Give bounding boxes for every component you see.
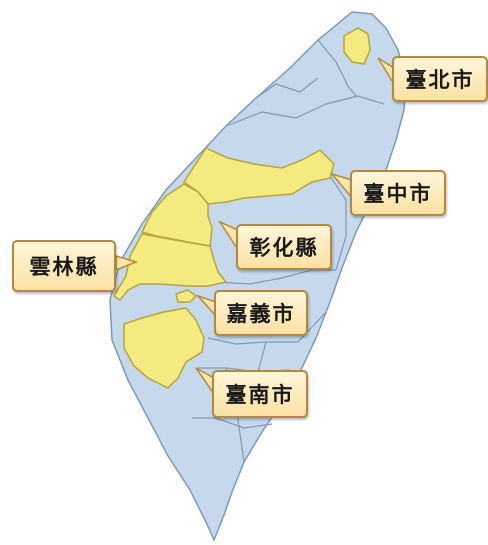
- taiwan-outline: [109, 11, 407, 542]
- region-chiayi[interactable]: [175, 289, 198, 303]
- label-tainan: 臺南市: [212, 370, 308, 418]
- highlighted-regions: [112, 27, 371, 389]
- label-changhua: 彰化縣: [236, 224, 332, 270]
- label-taipei: 臺北市: [392, 56, 488, 102]
- region-taipei[interactable]: [343, 27, 371, 65]
- label-taichung: 臺中市: [350, 170, 446, 216]
- region-yunlin[interactable]: [112, 233, 228, 302]
- label-yunlin: 雲林縣: [12, 240, 116, 292]
- region-tainan[interactable]: [123, 307, 205, 389]
- label-chiayi: 嘉義市: [214, 290, 308, 336]
